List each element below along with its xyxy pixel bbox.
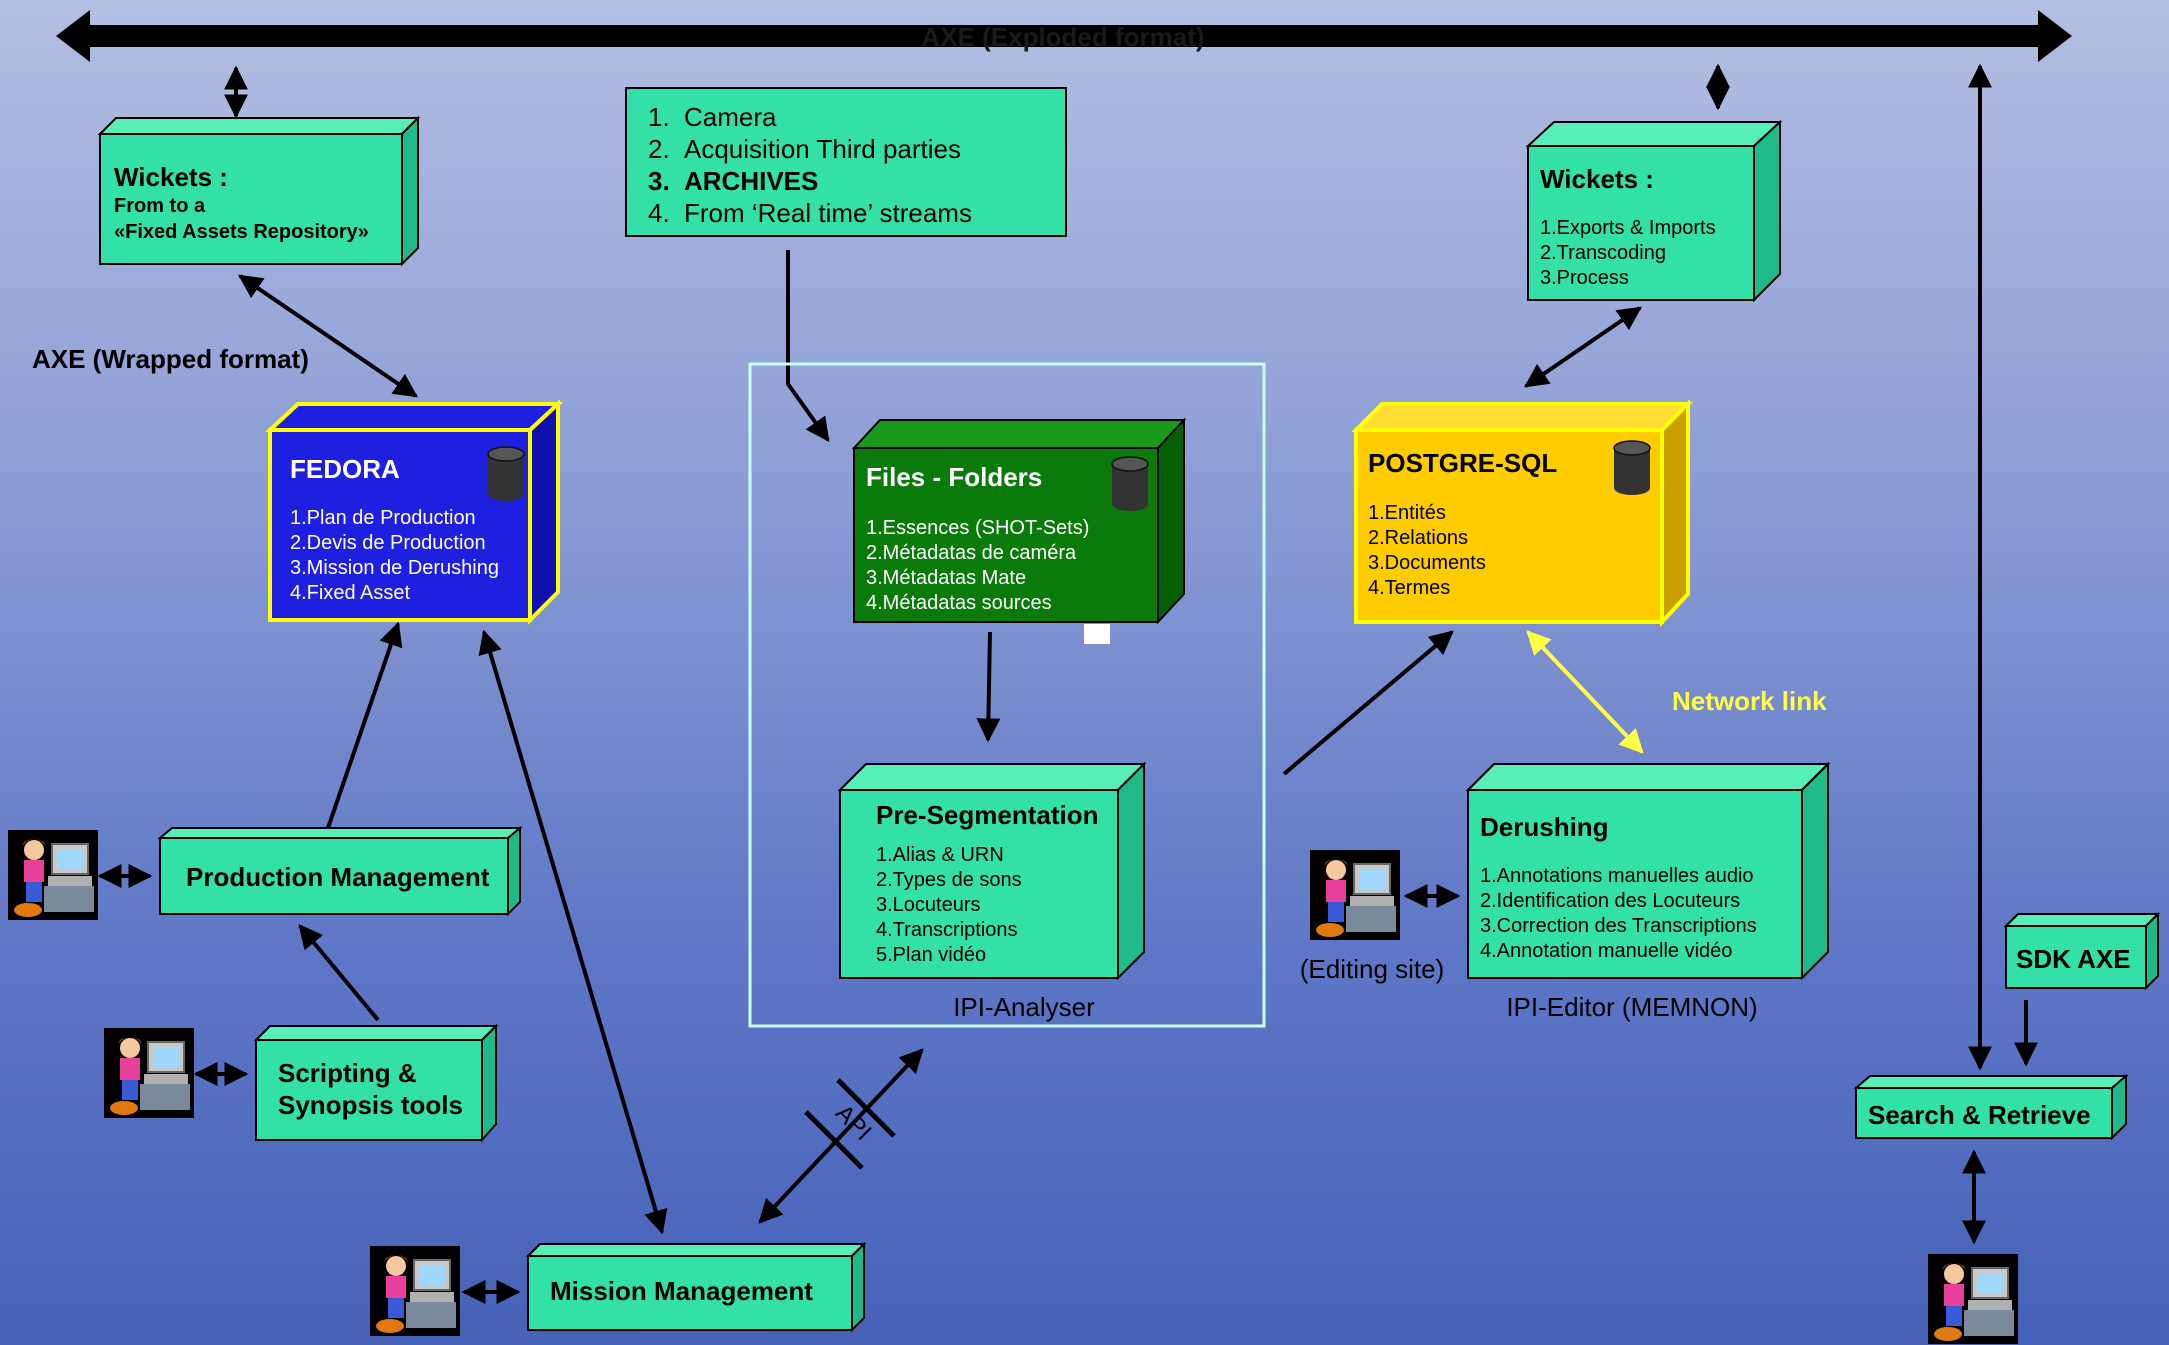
postgre-title: POSTGRE-SQL bbox=[1368, 448, 1557, 478]
derushing-item-4: 4.Annotation manuelle vidéo bbox=[1480, 940, 1732, 962]
axe-exploded-label: AXE (Exploded format) bbox=[921, 22, 1204, 52]
files-folders-box[interactable]: Files - Folders 1.Essences (SHOT-Sets) 2… bbox=[851, 417, 1187, 644]
source-item-4: From ‘Real time’ streams bbox=[684, 198, 972, 228]
presegmentation-box[interactable]: Pre-Segmentation 1.Alias & URN 2.Types d… bbox=[837, 761, 1147, 981]
files-item-4: 4.Métadatas sources bbox=[866, 592, 1052, 614]
ipi-analyser-frame bbox=[748, 362, 1266, 1028]
wickets-right-item-3: 3.Process bbox=[1540, 267, 1629, 289]
sources-box[interactable]: 1. Camera 2. Acquisition Third parties 3… bbox=[625, 87, 1067, 237]
postgre-item-3: 3.Documents bbox=[1368, 552, 1486, 574]
axe-wrapped-label: AXE (Wrapped format) bbox=[32, 344, 309, 374]
network-link-arrow bbox=[1526, 630, 1644, 754]
arrow-production-fedora bbox=[326, 621, 403, 829]
postgre-item-4: 4.Termes bbox=[1368, 577, 1450, 599]
scripting-line2: Synopsis tools bbox=[278, 1090, 463, 1120]
sdk-axe-box[interactable]: SDK AXE bbox=[2003, 911, 2161, 991]
search-retrieve-box[interactable]: Search & Retrieve bbox=[1853, 1073, 2129, 1141]
editing-site-label: (Editing site) bbox=[1300, 954, 1445, 984]
arrow-sources-files bbox=[786, 250, 830, 442]
postgre-database-icon bbox=[1613, 440, 1651, 496]
presegmentation-item-3: 3.Locuteurs bbox=[876, 894, 981, 916]
scripting-box[interactable]: Scripting & Synopsis tools bbox=[253, 1023, 499, 1143]
wickets-right-item-2: 2.Transcoding bbox=[1540, 242, 1666, 264]
arrow-mission-analyser bbox=[758, 1048, 924, 1224]
presegmentation-item-4: 4.Transcriptions bbox=[876, 919, 1018, 941]
arrow-files-preseg bbox=[976, 631, 1001, 743]
connectors bbox=[97, 63, 2038, 1304]
postgre-item-1: 1.Entités bbox=[1368, 502, 1446, 524]
presegmentation-item-5: 5.Plan vidéo bbox=[876, 944, 986, 966]
files-database-icon bbox=[1111, 456, 1149, 512]
presegmentation-item-1: 1.Alias & URN bbox=[876, 844, 1004, 866]
fedora-box[interactable]: FEDORA 1.Plan de Production 2.Devis de P… bbox=[264, 399, 564, 625]
fedora-item-1: 1.Plan de Production bbox=[290, 507, 476, 529]
ipi-editor-label: IPI-Editor (MEMNON) bbox=[1506, 992, 1757, 1022]
user-at-computer-icon-mission bbox=[369, 1245, 461, 1337]
production-management-box[interactable]: Production Management bbox=[157, 825, 523, 917]
wickets-left-title: Wickets : bbox=[114, 162, 228, 192]
mission-management-label: Mission Management bbox=[550, 1276, 813, 1306]
source-n-1: 1. bbox=[648, 102, 670, 132]
files-title: Files - Folders bbox=[866, 462, 1042, 492]
fedora-item-3: 3.Mission de Derushing bbox=[290, 557, 499, 579]
user-at-computer-icon-scripting bbox=[103, 1027, 195, 1119]
source-n-3: 3. bbox=[648, 166, 670, 196]
presegmentation-title: Pre-Segmentation bbox=[876, 800, 1099, 830]
postgre-item-2: 2.Relations bbox=[1368, 527, 1468, 549]
files-item-1: 1.Essences (SHOT-Sets) bbox=[866, 517, 1089, 539]
wickets-right-box[interactable]: Wickets : 1.Exports & Imports 2.Transcod… bbox=[1525, 119, 1783, 303]
fedora-item-2: 2.Devis de Production bbox=[290, 532, 486, 554]
arrow-analyser-postgre bbox=[1282, 630, 1454, 776]
wickets-left-line1: From to a bbox=[114, 195, 206, 217]
arrow-wickets-postgre bbox=[1524, 306, 1642, 388]
arrow-wickets-fedora bbox=[238, 274, 418, 398]
files-item-3: 3.Métadatas Mate bbox=[866, 567, 1026, 589]
source-item-3: ARCHIVES bbox=[684, 166, 818, 196]
derushing-title: Derushing bbox=[1480, 812, 1609, 842]
derushing-box[interactable]: Derushing 1.Annotations manuelles audio … bbox=[1465, 761, 1831, 981]
axe-exploded-axis: AXE (Exploded format) bbox=[56, 10, 2072, 62]
production-management-label: Production Management bbox=[186, 862, 490, 892]
derushing-item-3: 3.Correction des Transcriptions bbox=[1480, 915, 1757, 937]
source-n-2: 2. bbox=[648, 134, 670, 164]
fedora-item-4: 4.Fixed Asset bbox=[290, 582, 411, 604]
sdk-axe-label: SDK AXE bbox=[2016, 944, 2131, 974]
files-white-marker bbox=[1084, 624, 1110, 644]
derushing-item-1: 1.Annotations manuelles audio bbox=[1480, 865, 1754, 887]
files-item-2: 2.Métadatas de caméra bbox=[866, 542, 1077, 564]
fedora-title: FEDORA bbox=[290, 454, 400, 484]
wickets-right-item-1: 1.Exports & Imports bbox=[1540, 217, 1716, 239]
derushing-item-2: 2.Identification des Locuteurs bbox=[1480, 890, 1740, 912]
arrow-scripting-production bbox=[298, 924, 380, 1022]
ipi-analyser-label: IPI-Analyser bbox=[953, 992, 1095, 1022]
postgre-box[interactable]: POSTGRE-SQL 1.Entités 2.Relations 3.Docu… bbox=[1351, 399, 1693, 628]
fedora-database-icon bbox=[487, 446, 525, 502]
presegmentation-item-2: 2.Types de sons bbox=[876, 869, 1022, 891]
scripting-line1: Scripting & bbox=[278, 1058, 417, 1088]
arrow-mission-fedora bbox=[478, 629, 668, 1235]
user-at-computer-icon-production bbox=[7, 829, 99, 921]
user-at-computer-icon-search bbox=[1927, 1253, 2019, 1345]
network-link-label: Network link bbox=[1672, 686, 1827, 716]
source-n-4: 4. bbox=[648, 198, 670, 228]
source-item-1: Camera bbox=[684, 102, 777, 132]
search-retrieve-label: Search & Retrieve bbox=[1868, 1100, 2091, 1130]
user-at-computer-icon-editing bbox=[1309, 849, 1401, 941]
wickets-left-box[interactable]: Wickets : From to a «Fixed Assets Reposi… bbox=[97, 115, 421, 267]
wickets-left-line2: «Fixed Assets Repository» bbox=[114, 221, 369, 243]
wickets-right-title: Wickets : bbox=[1540, 164, 1654, 194]
source-item-2: Acquisition Third parties bbox=[684, 134, 961, 164]
mission-management-box[interactable]: Mission Management bbox=[525, 1241, 867, 1333]
